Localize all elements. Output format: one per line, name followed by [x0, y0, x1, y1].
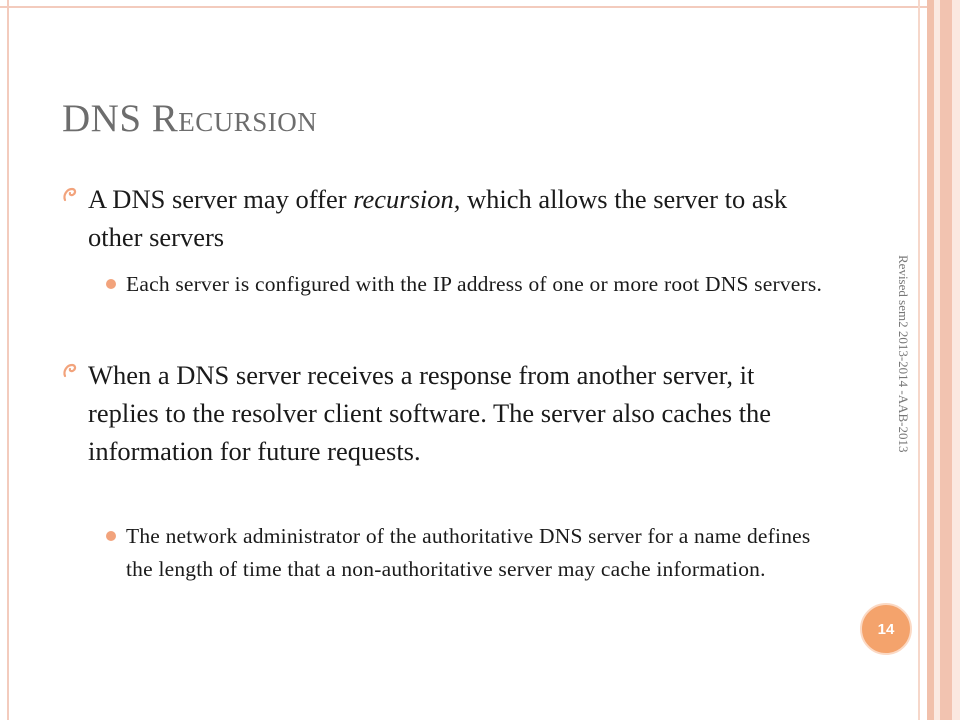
- curl-bullet-icon: [62, 362, 78, 380]
- decor-stripe: [918, 0, 920, 720]
- sub-bullet-item: The network administrator of the authori…: [106, 520, 826, 586]
- bullet-item: A DNS server may offer recursion, which …: [62, 180, 822, 256]
- curl-bullet-icon: [62, 186, 78, 204]
- dot-bullet-icon: [106, 531, 116, 541]
- frame-top-line: [0, 6, 960, 8]
- page-number-badge: 14: [860, 603, 912, 655]
- decor-stripe: [927, 0, 934, 720]
- bullet-text-emphasis: recursion,: [353, 184, 461, 214]
- decor-stripe: [934, 0, 940, 720]
- bullet-text-part: which allows the server to ask other ser…: [88, 184, 788, 252]
- slide-title: DNS Recursion: [62, 97, 318, 140]
- bullet-text-part: A DNS server may offer: [88, 184, 354, 214]
- bullet-text: A DNS server may offer recursion, which …: [88, 180, 822, 256]
- frame-left-line: [7, 0, 9, 720]
- revision-note: Revised sem2 2013-2014 -AAB-2013: [896, 255, 911, 453]
- decor-stripe: [952, 0, 960, 720]
- sub-bullet-text: The network administrator of the authori…: [126, 524, 811, 581]
- sub-bullet-item: Each server is configured with the IP ad…: [106, 268, 826, 301]
- decor-stripe: [940, 0, 952, 720]
- sub-bullet-text: Each server is configured with the IP ad…: [126, 272, 823, 296]
- bullet-item: When a DNS server receives a response fr…: [62, 356, 822, 470]
- bullet-text: When a DNS server receives a response fr…: [88, 360, 772, 466]
- dot-bullet-icon: [106, 279, 116, 289]
